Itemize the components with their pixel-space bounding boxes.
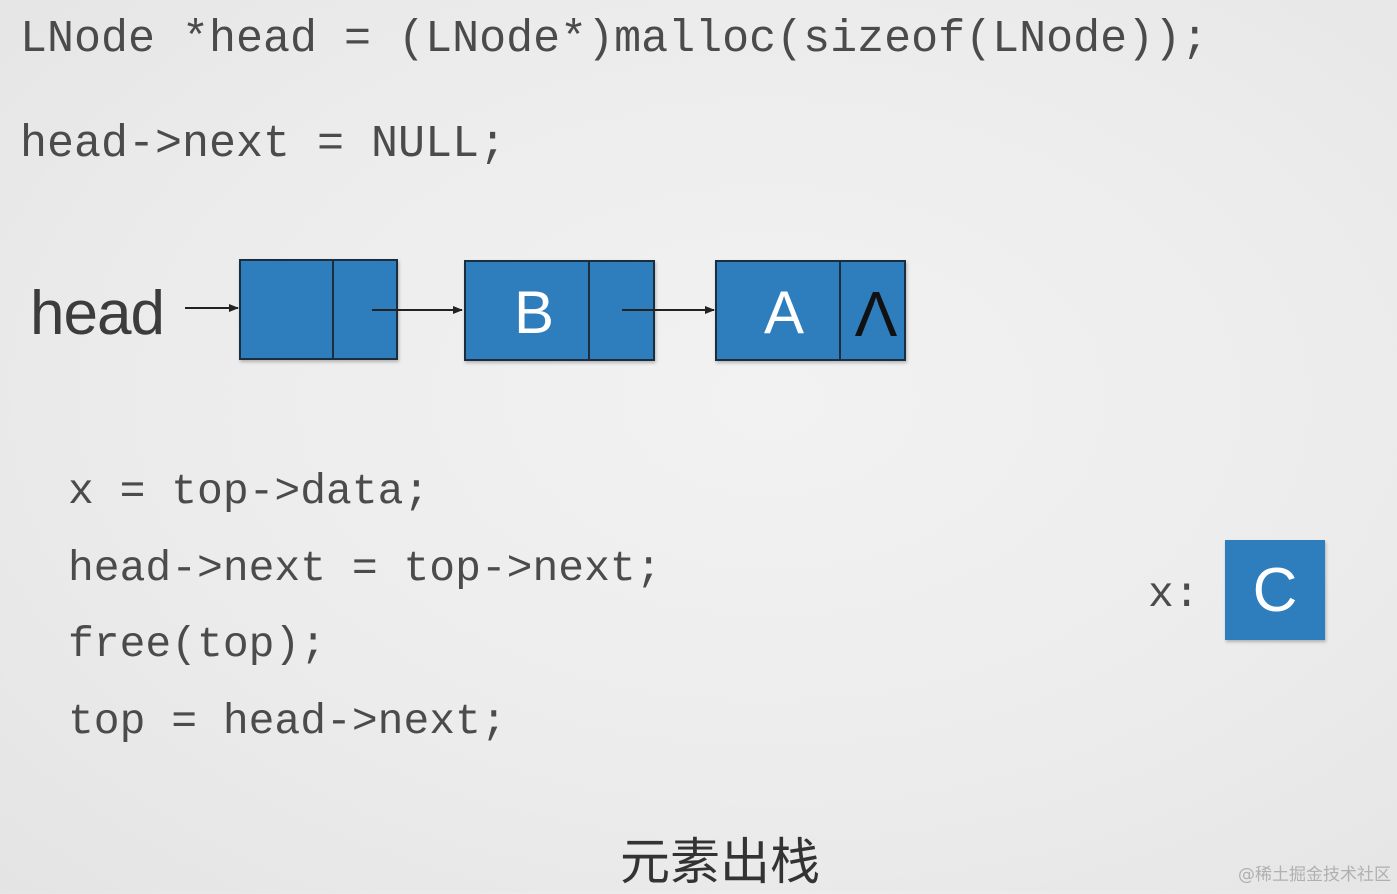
code-line-head-next-assign: head->next = top->next;	[68, 544, 662, 593]
code-line-malloc: LNode *head = (LNode*)malloc(sizeof(LNod…	[20, 14, 1209, 65]
code-line-free-top: free(top);	[68, 620, 327, 669]
node-3-null-symbol: Λ	[855, 278, 898, 350]
x-variable-label: x:	[1148, 570, 1200, 619]
code-line-x-assign: x = top->data;	[68, 467, 430, 516]
node-2-data-text: B	[514, 279, 554, 346]
list-node-head	[239, 259, 398, 360]
node-2-data-field	[464, 260, 590, 361]
watermark: @稀土掘金技术社区	[1238, 865, 1391, 885]
node-3-data-text: A	[764, 279, 804, 346]
node-1-next-field	[332, 259, 398, 360]
node-1-data-field	[239, 259, 334, 360]
head-pointer-label: head	[30, 279, 165, 348]
slide-caption: 元素出栈	[620, 833, 820, 891]
code-line-top-assign: top = head->next;	[68, 697, 507, 746]
list-node-a	[715, 260, 906, 361]
list-node-b	[464, 260, 655, 361]
node-3-data-field	[715, 260, 841, 361]
node-3-next-field	[839, 260, 906, 361]
x-variable-value: C	[1252, 555, 1298, 625]
code-line-head-next-null: head->next = NULL;	[20, 119, 507, 170]
x-variable-value-box: C	[1225, 540, 1325, 640]
